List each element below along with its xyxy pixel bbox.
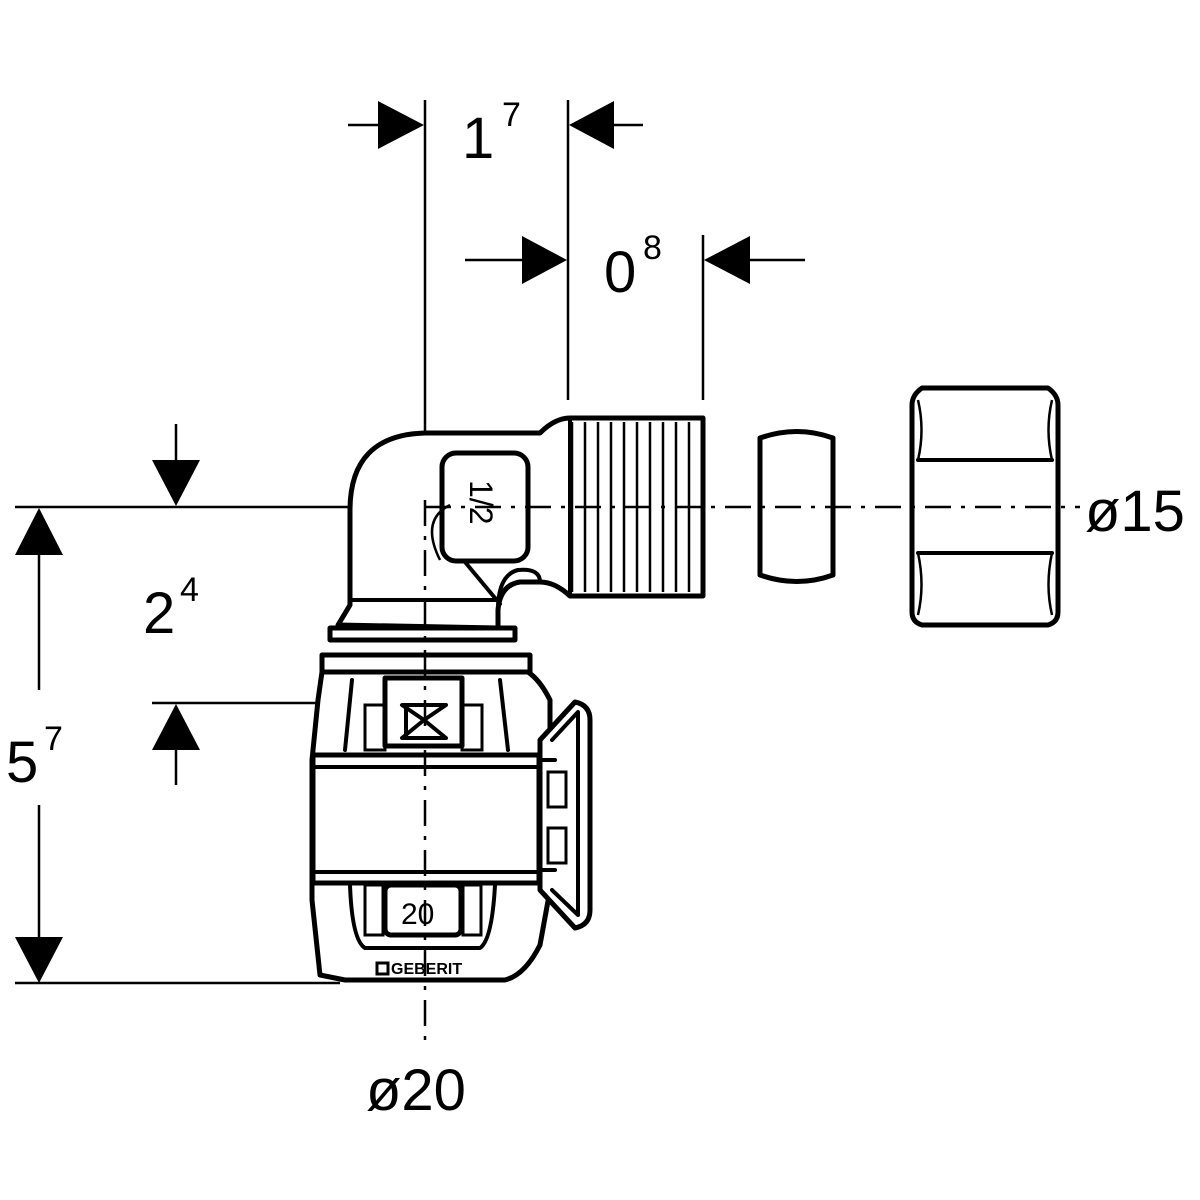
- pipe-size-window: [382, 882, 464, 938]
- neck-ring-upper: [327, 625, 518, 643]
- arrowhead-right: [522, 236, 567, 284]
- brand-logo-box: [375, 961, 390, 976]
- dimension-vertical-outer: 5 7: [6, 508, 63, 983]
- dimension-vertical-inner: 2 4: [143, 424, 200, 785]
- arrowhead-down: [152, 460, 200, 506]
- dim-outer-sup: 7: [44, 720, 63, 758]
- dimension-horizontal-mid: 0 8: [465, 229, 805, 305]
- arrowhead-up: [152, 704, 200, 750]
- press-indicator-window: [382, 675, 465, 749]
- diameter-label-bottom: ø20: [366, 1058, 466, 1123]
- brand-label: GEBERIT: [391, 961, 462, 978]
- arrowhead-left: [569, 101, 614, 149]
- dim-inner-sup: 4: [180, 571, 199, 609]
- elbow-fitting: 1/2 20 GEBERIT: [309, 415, 706, 983]
- pipe-size-label: 20: [401, 898, 434, 931]
- diameter-label-right: ø15: [1085, 479, 1185, 544]
- arrowhead-down: [15, 937, 63, 983]
- dim-inner-base: 2: [143, 581, 175, 646]
- dim-outer-base: 5: [6, 730, 38, 795]
- arrowhead-right: [378, 101, 424, 149]
- dim-top-sup: 7: [502, 96, 521, 134]
- dim-mid-sup: 8: [643, 229, 662, 267]
- arrowhead-left: [704, 236, 750, 284]
- arrowhead-up: [15, 508, 63, 555]
- thread-size-label: 1/2: [463, 480, 499, 524]
- dimension-horizontal-top: 1 7: [348, 96, 643, 171]
- release-clip: [537, 699, 593, 931]
- dim-top-base: 1: [462, 106, 494, 171]
- dim-mid-base: 0: [604, 240, 636, 305]
